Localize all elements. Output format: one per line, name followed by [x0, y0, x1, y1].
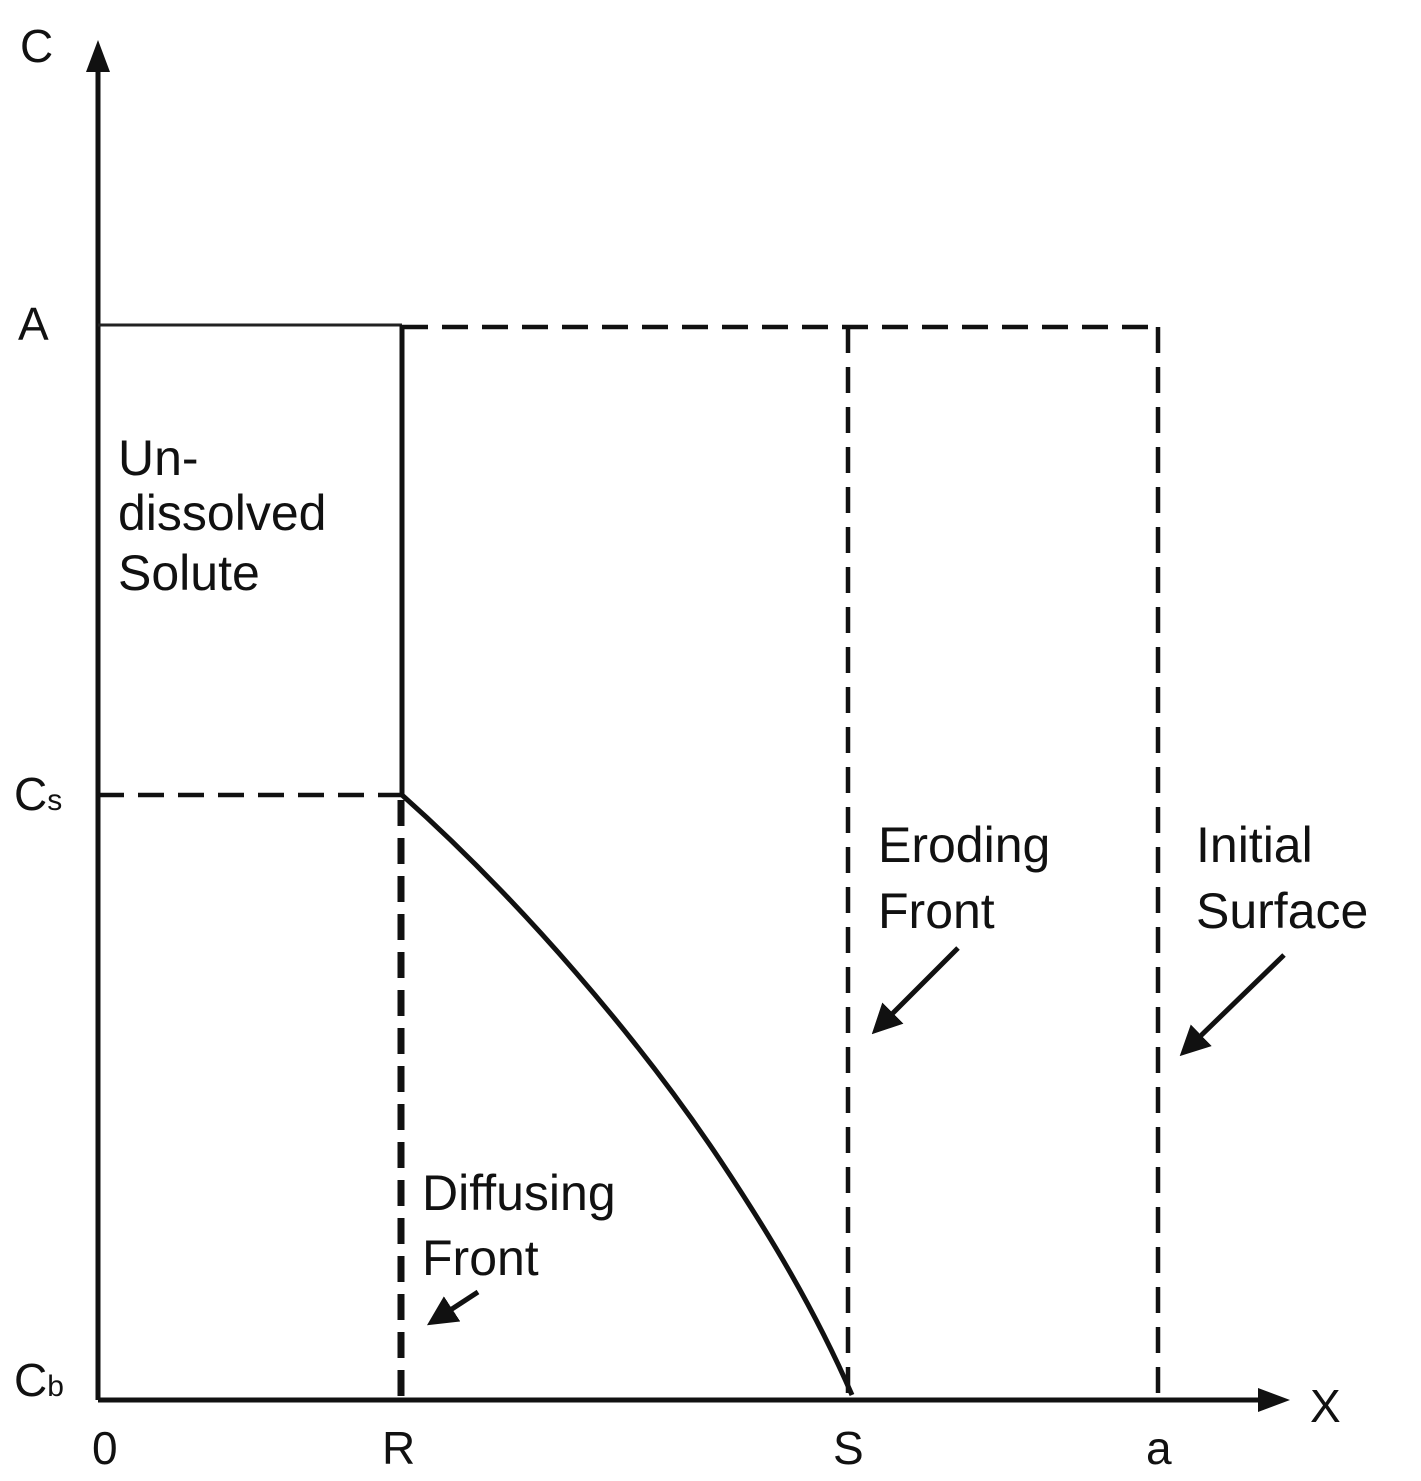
x-label-s: S [833, 1422, 864, 1474]
initial-label-line-1: Initial [1196, 817, 1313, 873]
eroding-front-arrow [871, 946, 960, 1035]
level-cs-sub: s [47, 784, 62, 817]
level-cs-main: C [14, 768, 47, 820]
eroding-label-line-1: Eroding [878, 817, 1050, 873]
level-a-label: A [18, 298, 49, 350]
y-axis-label: C [20, 20, 53, 72]
concentration-curve [400, 793, 855, 1396]
level-cb-label: Cb [14, 1354, 64, 1406]
diffusing-front-arrow [426, 1289, 480, 1326]
undissolved-label-line-2: dissolved [118, 485, 326, 541]
x-label-origin: 0 [92, 1422, 118, 1474]
x-axis-label: X [1310, 1380, 1341, 1432]
diffusing-label-line-2: Front [422, 1230, 539, 1286]
diffusing-label-line-1: Diffusing [422, 1165, 616, 1221]
undissolved-label-line-1: Un- [118, 430, 199, 486]
eroding-label-line-2: Front [878, 883, 995, 939]
x-label-r: R [382, 1422, 415, 1474]
level-cb-sub: b [47, 1370, 64, 1403]
y-axis-arrowhead [86, 40, 110, 72]
undissolved-label-line-3: Solute [118, 545, 260, 601]
x-label-a: a [1146, 1422, 1172, 1474]
level-cb-main: C [14, 1354, 47, 1406]
x-axis-arrowhead [1258, 1388, 1290, 1412]
initial-label-line-2: Surface [1196, 883, 1368, 939]
initial-surface-arrow [1179, 953, 1286, 1057]
level-cs-label: Cs [14, 768, 62, 820]
